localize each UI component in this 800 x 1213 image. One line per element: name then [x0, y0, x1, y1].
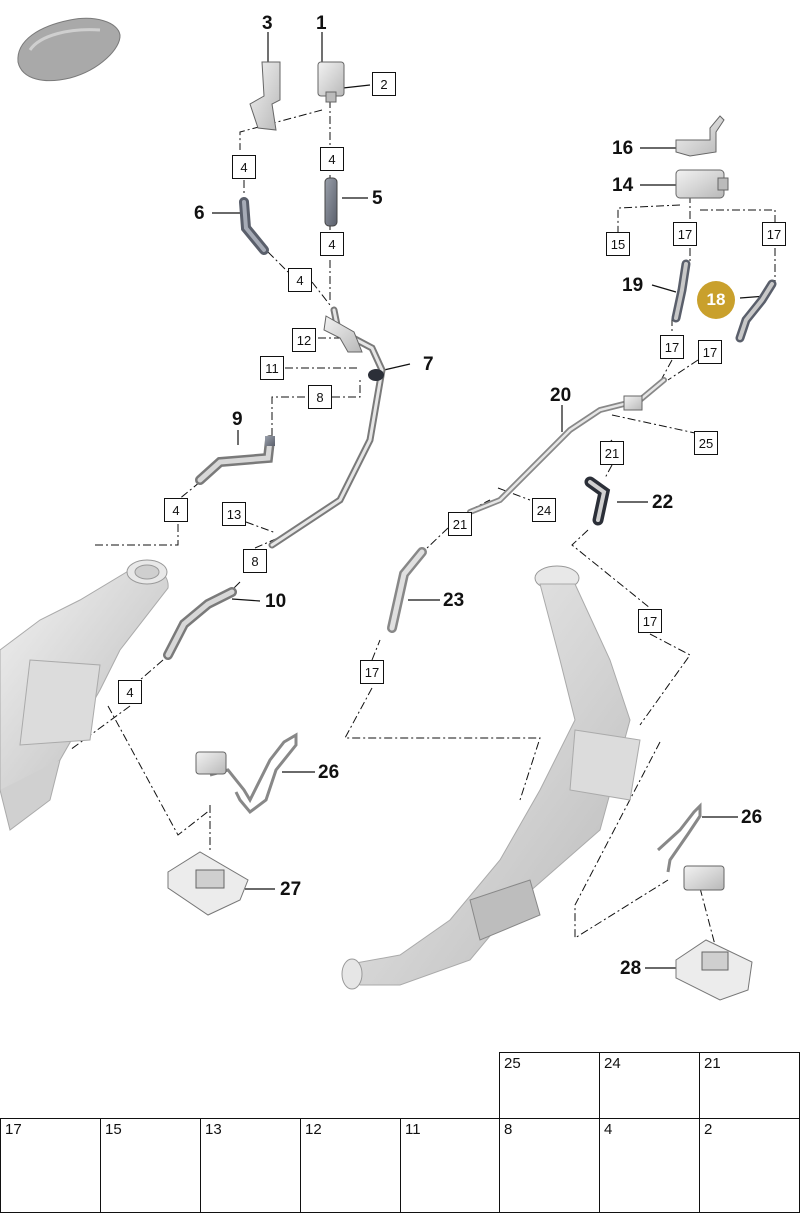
ref-box-12: 12 [292, 328, 316, 352]
callout-26-right: 26 [741, 807, 763, 828]
hose-18 [735, 279, 777, 343]
callout-5: 5 [372, 188, 383, 209]
parts-cell-number: 13 [205, 1121, 222, 1138]
parts-cell-number: 12 [305, 1121, 322, 1138]
callout-3: 3 [262, 13, 273, 34]
sensor-26-left [195, 732, 298, 815]
parts-cell-24: 24 [599, 1052, 701, 1120]
hose-5 [324, 177, 338, 227]
hose-9 [195, 435, 275, 485]
ref-box-2: 2 [372, 72, 396, 96]
callout-23: 23 [443, 590, 465, 611]
ref-box-25: 25 [694, 431, 718, 455]
parts-cell-25: 25 [499, 1052, 601, 1120]
bracket-28 [675, 939, 753, 1001]
hose-19 [671, 259, 691, 323]
ref-box-4: 4 [232, 155, 256, 179]
callout-14: 14 [612, 175, 634, 196]
sensor-26-right [656, 802, 725, 891]
parts-cell-13: 13 [200, 1118, 302, 1213]
callout-lines [212, 32, 767, 969]
catalytic-converter-right [341, 565, 641, 990]
parts-cell-number: 15 [105, 1121, 122, 1138]
car-thumbnail-icon [17, 17, 121, 82]
bracket-27 [167, 851, 249, 916]
callout-19: 19 [622, 275, 644, 296]
ref-box-4: 4 [320, 147, 344, 171]
ref-box-4: 4 [288, 268, 312, 292]
callout-9: 9 [232, 409, 243, 430]
parts-cell-number: 8 [504, 1121, 513, 1138]
ref-box-8: 8 [243, 549, 267, 573]
callout-18-highlight: 18 [697, 281, 735, 319]
parts-cell-2: 2 [699, 1118, 800, 1213]
hose-22 [584, 476, 611, 526]
callout-7: 7 [423, 354, 434, 375]
ref-box-4: 4 [320, 232, 344, 256]
parts-cell-12: 12 [300, 1118, 402, 1213]
ref-box-17: 17 [762, 222, 786, 246]
ref-box-4: 4 [164, 498, 188, 522]
parts-cell-number: 11 [405, 1121, 421, 1138]
ref-box-24: 24 [532, 498, 556, 522]
ref-box-17: 17 [660, 335, 684, 359]
ref-box-4: 4 [118, 680, 142, 704]
parts-cell-11: 11 [400, 1118, 501, 1213]
pipe-20 [467, 377, 667, 515]
hose-6 [239, 197, 269, 255]
ref-box-21: 21 [600, 441, 624, 465]
hose-10 [163, 587, 237, 660]
parts-cell-17: 17 [0, 1118, 102, 1213]
parts-cell-15: 15 [100, 1118, 202, 1213]
pipe-7 [268, 306, 386, 549]
parts-cell-number: 25 [504, 1055, 521, 1072]
ref-box-13: 13 [222, 502, 246, 526]
ref-box-11: 11 [260, 356, 284, 380]
sensor-1 [317, 61, 345, 103]
ref-box-8: 8 [308, 385, 332, 409]
ref-box-21: 21 [448, 512, 472, 536]
callout-28: 28 [620, 958, 642, 979]
callout-22: 22 [652, 492, 674, 513]
parts-cell-number: 4 [604, 1121, 613, 1138]
sensor-14 [675, 169, 729, 199]
parts-cell-number: 24 [604, 1055, 621, 1072]
catalytic-converter-left [0, 559, 169, 831]
ref-box-17: 17 [360, 660, 384, 684]
parts-cell-4: 4 [599, 1118, 701, 1213]
callout-27: 27 [280, 879, 302, 900]
leader-lines [69, 100, 776, 946]
bracket-3 [249, 61, 281, 131]
bracket-16 [675, 115, 725, 157]
parts-cell-number: 2 [704, 1121, 713, 1138]
callout-6: 6 [194, 203, 205, 224]
parts-cell-number: 17 [5, 1121, 22, 1138]
callout-26-left: 26 [318, 762, 340, 783]
ref-box-17: 17 [638, 609, 662, 633]
ref-box-17: 17 [673, 222, 697, 246]
ref-box-15: 15 [606, 232, 630, 256]
parts-cell-21: 21 [699, 1052, 800, 1120]
ref-box-17: 17 [698, 340, 722, 364]
callout-20: 20 [550, 385, 572, 406]
parts-cell-number: 21 [704, 1055, 721, 1072]
callout-1: 1 [316, 13, 327, 34]
hose-23 [387, 547, 427, 633]
callout-16: 16 [612, 138, 634, 159]
parts-cell-8: 8 [499, 1118, 601, 1213]
callout-10: 10 [265, 591, 287, 612]
